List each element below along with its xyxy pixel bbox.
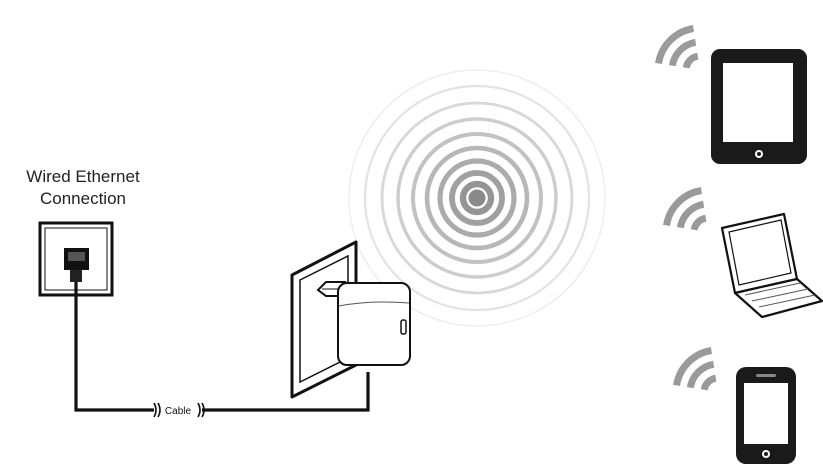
wifi-arcs-icon <box>667 191 706 230</box>
wifi-arc <box>694 218 706 230</box>
wifi-arcs-icon <box>659 29 698 68</box>
wifi-arc <box>686 56 698 68</box>
smartphone-icon <box>736 367 796 464</box>
wifi-arc <box>704 378 716 390</box>
tablet-icon <box>711 49 807 164</box>
wifi-arcs-icon <box>677 351 716 390</box>
laptop-icon <box>722 214 822 317</box>
broadcast-ring <box>472 193 482 203</box>
cable-label: Cable <box>165 406 192 417</box>
